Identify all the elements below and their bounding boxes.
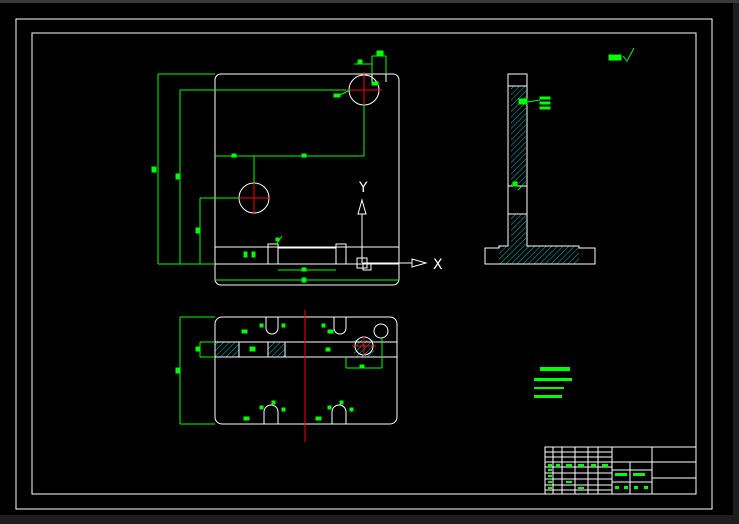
window-top-edge [0,0,739,3]
coordinate-axes [356,198,428,271]
window-bottom-edge [0,515,739,524]
top-view-dimensions [175,316,383,425]
front-view-centerlines [238,72,382,214]
outer-border [15,18,713,510]
window-right-edge [733,3,739,515]
front-view-dimensions [151,50,399,283]
inner-border [31,32,697,495]
title-block[interactable] [544,446,697,495]
technical-requirements-note [534,367,572,398]
y-axis-label: Y [358,180,368,196]
roughness-symbol [608,47,635,62]
side-view-dimensions [512,96,551,191]
x-axis-label: X [433,257,443,273]
title-block-text [548,464,648,489]
front-view[interactable] [214,73,400,286]
top-view-centerlines [304,310,376,442]
side-view[interactable] [484,73,596,265]
